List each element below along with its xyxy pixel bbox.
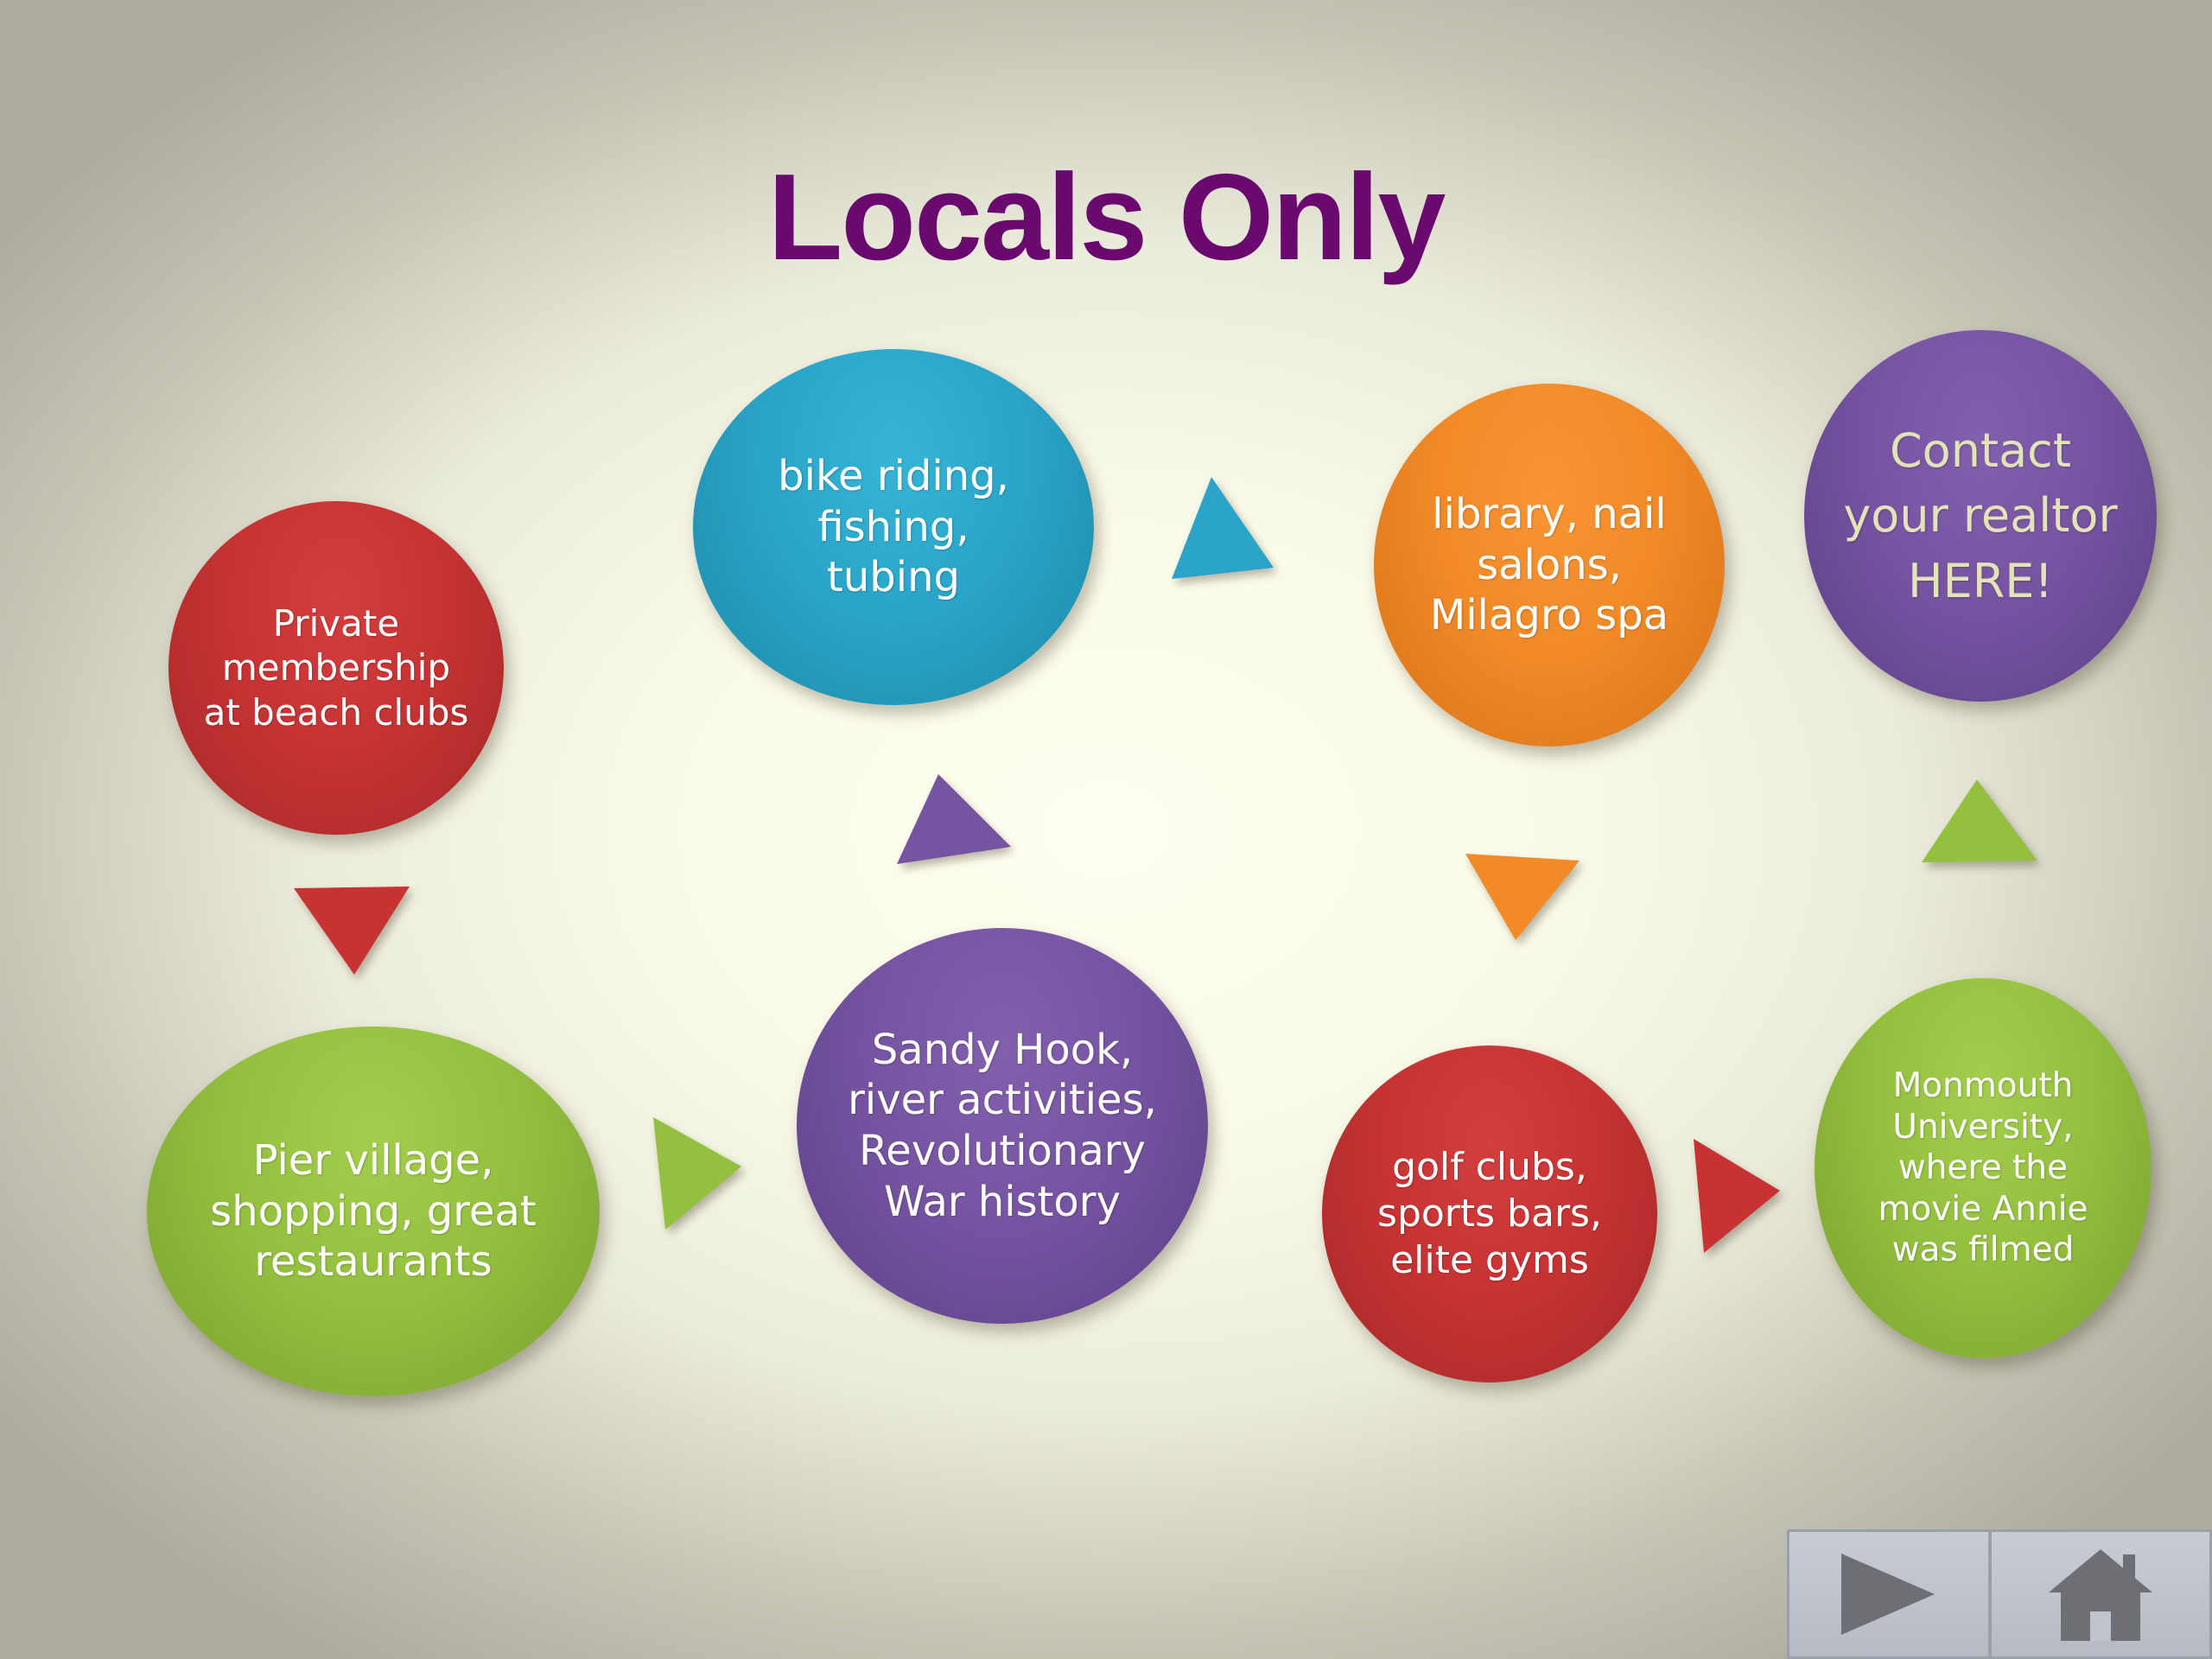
slide-title: Locals Only [767, 149, 1446, 286]
node-bike-riding: bike riding, fishing, tubing [693, 349, 1094, 705]
node-monmouth: Monmouth University, where the movie Ann… [1815, 978, 2152, 1358]
node-contact-realtor[interactable]: Contact your realtor HERE! [1804, 330, 2157, 702]
arrow-green-up [1922, 779, 2037, 862]
node-private-membership: Private membership at beach clubs [168, 501, 504, 835]
home-button[interactable] [1989, 1529, 2212, 1659]
node-sandy-hook: Sandy Hook, river activities, Revolution… [797, 928, 1208, 1324]
node-pier-village: Pier village, shopping, great restaurant… [147, 1027, 600, 1396]
arrow-orange-down [1465, 854, 1580, 940]
arrow-red-right [1694, 1139, 1780, 1253]
next-slide-button[interactable] [1787, 1529, 1991, 1659]
play-triangle-icon [1841, 1554, 1935, 1635]
arrow-red-down [294, 887, 410, 975]
node-golf-clubs: golf clubs, sports bars, elite gyms [1322, 1046, 1657, 1382]
arrow-blue-up [1172, 477, 1274, 579]
arrow-green-right [653, 1117, 741, 1230]
arrow-purple-up [897, 774, 1011, 864]
node-library: library, nail salons, Milagro spa [1374, 384, 1725, 747]
house-icon [2049, 1549, 2152, 1641]
